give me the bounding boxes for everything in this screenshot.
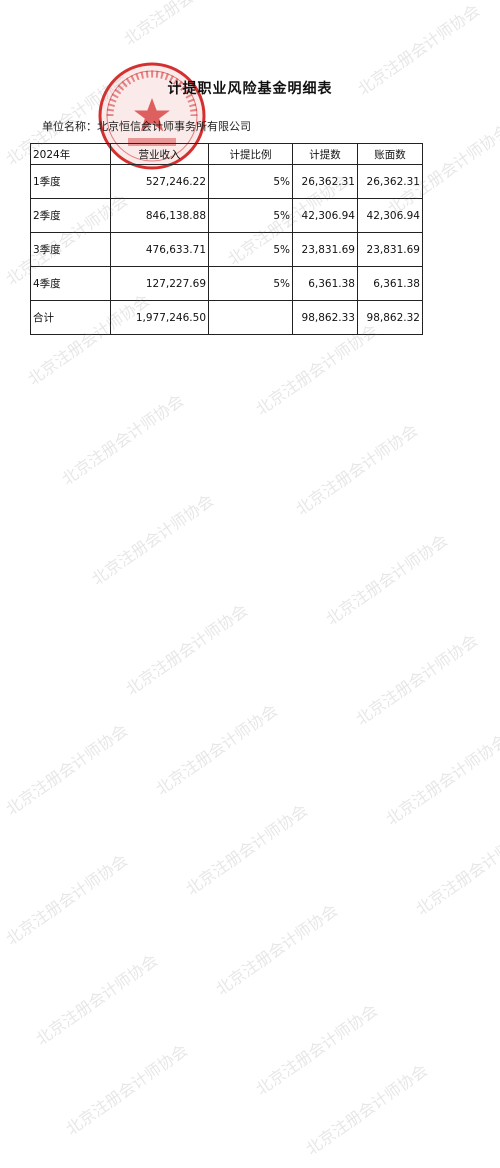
- book-cell: 6,361.38: [357, 266, 423, 301]
- period-cell: 4季度: [30, 266, 111, 301]
- watermark-text: 北京注册会计师协会: [302, 1060, 432, 1159]
- total-row: 合计 1,977,246.50 98,862.33 98,862.32: [30, 300, 423, 335]
- period-cell: 合计: [30, 300, 111, 335]
- rate-cell: 5%: [208, 266, 293, 301]
- watermark-text: 北京注册会计师协会: [252, 1000, 382, 1099]
- header-provision: 计提数: [292, 143, 358, 165]
- header-revenue: 营业收入: [110, 143, 209, 165]
- revenue-cell: 527,246.22: [110, 164, 209, 199]
- table-header-row: 2024年 营业收入 计提比例 计提数 账面数: [30, 143, 423, 165]
- rate-cell: 5%: [208, 198, 293, 233]
- revenue-cell: 846,138.88: [110, 198, 209, 233]
- header-rate: 计提比例: [208, 143, 293, 165]
- watermark-text: 北京注册会计师协会: [212, 900, 342, 999]
- watermark-text: 北京注册会计师协会: [322, 530, 452, 629]
- header-year: 2024年: [30, 143, 111, 165]
- watermark-text: 北京注册会计师协会: [32, 950, 162, 1049]
- table-row: 4季度 127,227.69 5% 6,361.38 6,361.38: [30, 266, 423, 301]
- provision-cell: 6,361.38: [292, 266, 358, 301]
- provision-cell: 26,362.31: [292, 164, 358, 199]
- book-cell: 42,306.94: [357, 198, 423, 233]
- book-cell: 98,862.32: [357, 300, 423, 335]
- table-row: 3季度 476,633.71 5% 23,831.69 23,831.69: [30, 232, 423, 267]
- page-title: 计提职业风险基金明细表: [167, 81, 333, 97]
- header-book: 账面数: [357, 143, 423, 165]
- watermark-text: 北京注册会计师协会: [182, 800, 312, 899]
- provision-cell: 42,306.94: [292, 198, 358, 233]
- watermark-text: 北京注册会计师协会: [412, 820, 500, 919]
- table-row: 2季度 846,138.88 5% 42,306.94 42,306.94: [30, 198, 423, 233]
- watermark-text: 北京注册会计师协会: [88, 490, 218, 589]
- provision-cell: 98,862.33: [292, 300, 358, 335]
- unit-name: 单位名称：北京恒信会计师事务所有限公司: [42, 120, 251, 133]
- provision-table: 2024年 营业收入 计提比例 计提数 账面数 1季度 527,246.22 5…: [30, 143, 423, 335]
- watermark-text: 北京注册会计师协会: [58, 390, 188, 489]
- rate-cell: 5%: [208, 164, 293, 199]
- rate-cell: [208, 300, 293, 335]
- watermark-text: 北京注册会计师协会: [118, 0, 250, 50]
- period-cell: 2季度: [30, 198, 111, 233]
- watermark-text: 北京注册会计师协会: [292, 420, 422, 519]
- watermark-text: 北京注册会计师协会: [122, 600, 252, 699]
- watermark-text: 北京注册会计师协会: [352, 630, 482, 729]
- book-cell: 23,831.69: [357, 232, 423, 267]
- revenue-cell: 1,977,246.50: [110, 300, 209, 335]
- revenue-cell: 476,633.71: [110, 232, 209, 267]
- watermark-text: 北京注册会计师协会: [2, 720, 132, 819]
- revenue-cell: 127,227.69: [110, 266, 209, 301]
- watermark-text: 北京注册会计师协会: [2, 850, 132, 949]
- period-cell: 3季度: [30, 232, 111, 267]
- table-row: 1季度 527,246.22 5% 26,362.31 26,362.31: [30, 164, 423, 199]
- rate-cell: 5%: [208, 232, 293, 267]
- watermark-text: 北京注册会计师协会: [382, 730, 500, 829]
- watermark-text: 北京注册会计师协会: [152, 700, 282, 799]
- book-cell: 26,362.31: [357, 164, 423, 199]
- provision-cell: 23,831.69: [292, 232, 358, 267]
- watermark-text: 北京注册会计师协会: [62, 1040, 192, 1139]
- period-cell: 1季度: [30, 164, 111, 199]
